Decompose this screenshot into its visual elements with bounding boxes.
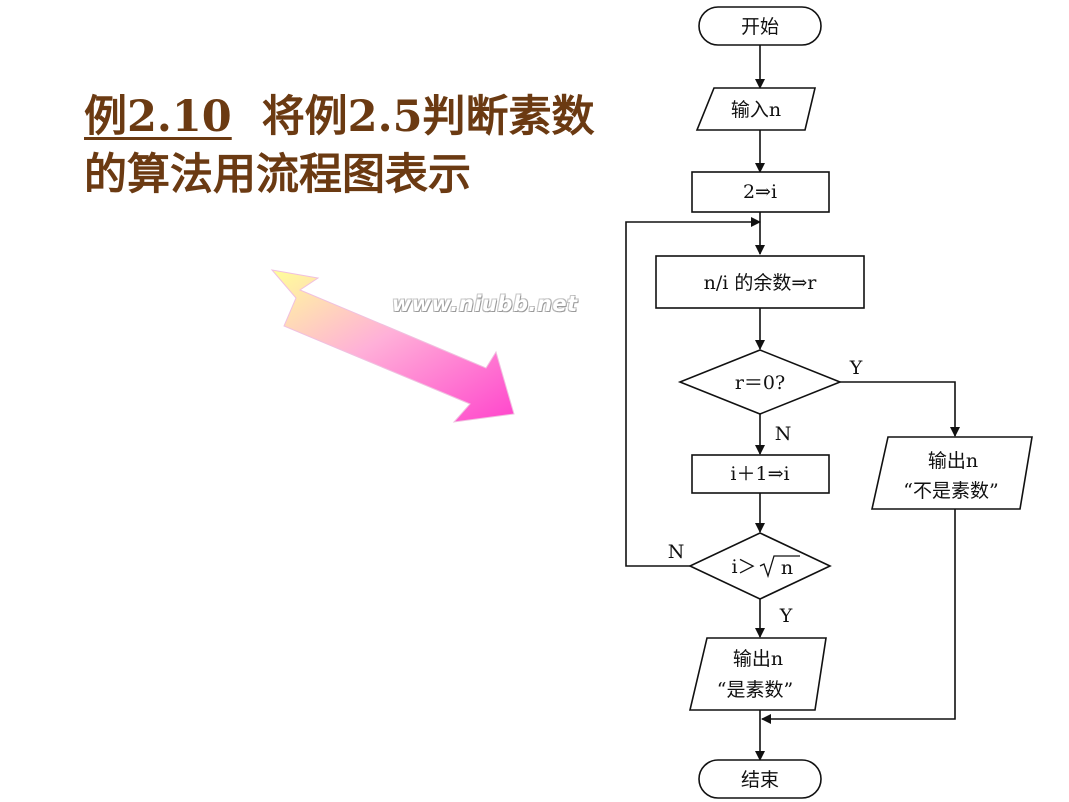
decision-i-yes-label: Y [779,605,793,627]
watermark: www.niubb.net [392,292,578,316]
decision-r-zero-label: r＝0? [735,372,785,394]
decision-i-no-label: N [668,541,685,563]
example-label: 例2.10 [84,92,232,142]
decision-r-yes-label: Y [849,357,863,379]
decorative-arrow-icon [270,269,515,423]
increment-label: i＋1⇒i [730,463,789,485]
flow-arrow-i-no-loop [625,217,761,567]
title-line-1-text: 将例2.5判断素数 [261,92,595,142]
end-label: 结束 [741,769,779,791]
decision-sqrt-arg-label: n [781,557,793,579]
output-prime-box [688,637,827,711]
increment-box [691,454,830,494]
sqrt-symbol-icon [759,555,800,579]
output-not-prime-box [871,436,1033,510]
output-not-prime-line1: 输出n [928,450,978,472]
output-prime-line2: “是素数” [717,679,793,701]
title-line-1: 例2.10 将例2.5判断素数 [84,88,595,146]
decision-i-left-label: i＞ [731,556,756,578]
input-label: 输入n [731,99,781,121]
title-line-2: 的算法用流程图表示 [84,150,471,200]
output-prime-line1: 输出n [733,648,783,670]
remainder-label: n/i 的余数⇒r [704,272,818,294]
slide-title: 例2.10 将例2.5判断素数 的算法用流程图表示 [84,88,595,204]
output-not-prime-line2: “不是素数” [903,480,998,502]
end-terminator [698,759,822,799]
decision-r-no-label: N [775,423,792,445]
start-label: 开始 [741,16,779,38]
flow-arrow-r-yes [840,381,960,437]
flow-arrow-not-prime-merge [761,509,956,724]
init-label: 2⇒i [743,181,777,203]
input-box [695,87,817,131]
remainder-box [655,255,865,309]
